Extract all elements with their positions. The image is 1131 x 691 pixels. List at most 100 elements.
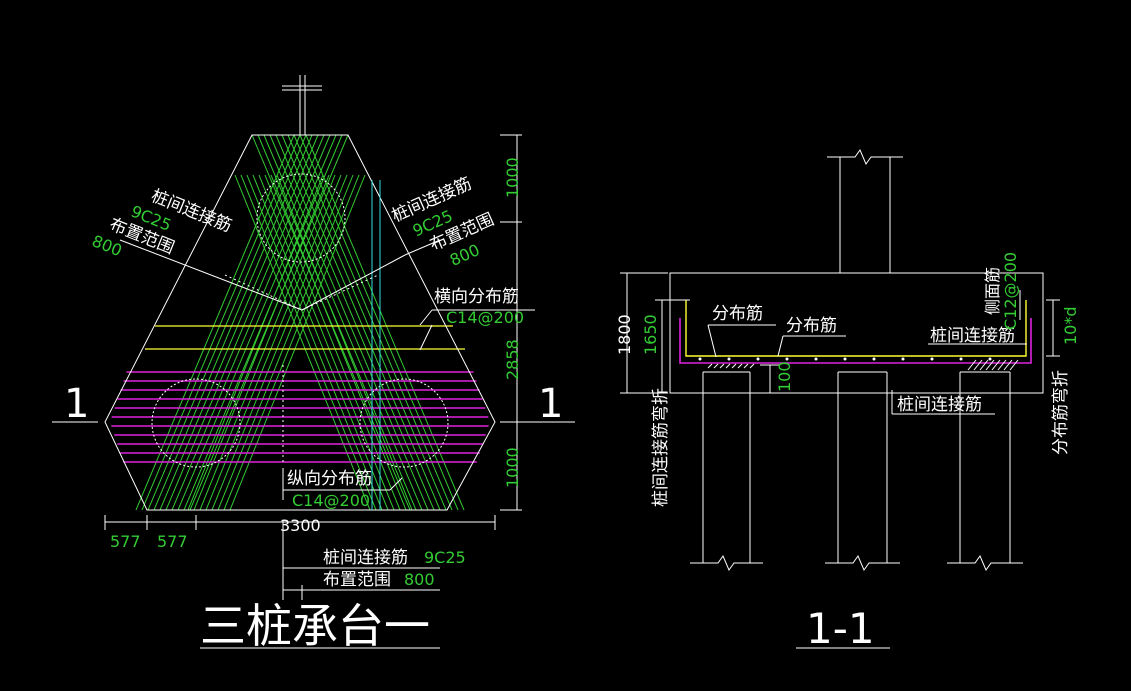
- hatch-line: [985, 359, 995, 371]
- right-rebar-label-group: 桩间连接筋 9C25 布置范围 800: [389, 174, 497, 270]
- dim-total-width: 3300: [280, 516, 321, 535]
- rebar-dot: [698, 357, 702, 361]
- rebar-band-line: [217, 174, 354, 511]
- section-mark-left: 1: [64, 381, 89, 427]
- plan-title: 三桩承台一: [200, 599, 430, 653]
- label-transverse-spec: C14@200: [446, 308, 524, 327]
- top-break-mark: [282, 75, 322, 135]
- rebar-band-line: [275, 134, 435, 511]
- label-longitudinal: 纵向分布筋: [287, 469, 372, 489]
- section-column: [827, 148, 903, 273]
- rebar-band-line: [263, 134, 423, 511]
- rebar-band-line: [234, 174, 371, 511]
- hatch-line: [973, 359, 983, 371]
- rebar-dot: [901, 357, 905, 361]
- label-left-bend: 桩间连接筋弯折: [651, 388, 671, 507]
- rebar-band-line: [177, 134, 337, 511]
- axis-lines: [371, 180, 381, 510]
- section-mark-right: 1: [538, 381, 563, 427]
- dim-total-height: 1800: [615, 314, 634, 355]
- rebar-band-line: [276, 174, 413, 511]
- section-hatch: [707, 359, 1019, 371]
- dim-bottom: 1000: [503, 447, 522, 488]
- piles: [151, 173, 449, 468]
- rebar-band-line: [252, 174, 389, 511]
- rebar-band-line: [153, 134, 313, 511]
- dim-edge-1: 577: [110, 532, 141, 551]
- dim-middle: 2858: [503, 339, 522, 380]
- connection-rebar-marks: [224, 274, 379, 465]
- rebar-dot: [727, 357, 731, 361]
- rebar-band-line: [171, 134, 331, 511]
- vertical-dimension-lines: [500, 134, 522, 511]
- rebar-band-line: [205, 174, 342, 511]
- rebar-band-line: [251, 134, 411, 511]
- label-connect-top: 桩间连接筋: [930, 326, 1015, 346]
- plan-view: 1 1 桩间连接筋 9C25 布置范围 800 桩间连接筋 9C25 布置范围 …: [52, 75, 575, 653]
- rebar-dot: [959, 357, 963, 361]
- label-longitudinal-spec: C14@200: [292, 491, 370, 510]
- rebar-dot: [930, 357, 934, 361]
- rebar-band-line: [240, 174, 377, 511]
- hatch-line: [997, 359, 1007, 371]
- rebar-band-line: [229, 174, 366, 511]
- pile-cap-outline: [104, 134, 496, 511]
- hatch-line: [1009, 359, 1019, 371]
- rebar-band-line: [187, 174, 324, 511]
- rebar-band-line: [246, 174, 383, 511]
- hatch-line: [713, 363, 719, 369]
- hatch-line: [743, 363, 749, 369]
- transverse-rebar-yellow: [145, 325, 465, 350]
- section-title: 1-1: [806, 604, 875, 653]
- hatch-line: [731, 363, 737, 369]
- hatch-line: [725, 363, 731, 369]
- hatch-line: [719, 363, 725, 369]
- label-side: 侧面筋: [983, 267, 1002, 315]
- rebar-dot: [814, 357, 818, 361]
- hatch-line: [967, 359, 977, 371]
- pile-left: [151, 378, 241, 468]
- rebar-dot: [843, 357, 847, 361]
- section-view: 1800 1650 100 10*d 分布筋 分布筋 桩间连接筋 桩间连接筋 侧…: [615, 148, 1080, 653]
- label-bottom-width: 800: [404, 570, 435, 589]
- leader-lines: [119, 239, 535, 600]
- label-anchor: 10*d: [1061, 306, 1080, 345]
- rebar-band-line: [189, 134, 349, 511]
- section-dimensions: [620, 272, 1060, 394]
- dim-top: 1000: [503, 157, 522, 198]
- rebar-band-line: [165, 134, 325, 511]
- left-rebar-label-group: 桩间连接筋 9C25 布置范围 800: [89, 186, 234, 260]
- hatch-line: [737, 363, 743, 369]
- rebar-dot: [988, 357, 992, 361]
- label-dist-2: 分布筋: [786, 316, 837, 336]
- dim-edge-2: 577: [157, 532, 188, 551]
- rebar-band-line: [193, 174, 330, 511]
- label-transverse: 横向分布筋: [434, 287, 519, 307]
- rebar-band-line: [147, 134, 307, 511]
- pile-connection-rebar-bands: [135, 134, 465, 511]
- hatch-line: [1003, 359, 1013, 371]
- rebar-band-line: [211, 174, 348, 511]
- label-dist-1: 分布筋: [712, 304, 763, 324]
- rebar-dot: [756, 357, 760, 361]
- label-right-bend: 分布筋弯折: [1051, 370, 1071, 455]
- rebar-band-line: [223, 174, 360, 511]
- rebar-dot: [785, 357, 789, 361]
- rebar-dot: [872, 357, 876, 361]
- rebar-band-line: [269, 134, 429, 511]
- label-bottom-rebar: 桩间连接筋: [323, 548, 408, 568]
- section-leaders: [707, 290, 1027, 415]
- section-rebar: [679, 300, 1032, 364]
- pile-right: [359, 378, 449, 468]
- label-bottom-range: 布置范围: [323, 570, 391, 590]
- rebar-band-line: [183, 134, 343, 511]
- hatch-line: [979, 359, 989, 371]
- dim-embed: 100: [775, 361, 794, 392]
- label-connect-bottom: 桩间连接筋: [897, 395, 982, 415]
- hatch-line: [707, 363, 713, 369]
- pile-top: [256, 173, 346, 263]
- rebar-band-line: [199, 174, 336, 511]
- rebar-band-line: [281, 134, 441, 511]
- section-cap-outline: [669, 272, 1044, 394]
